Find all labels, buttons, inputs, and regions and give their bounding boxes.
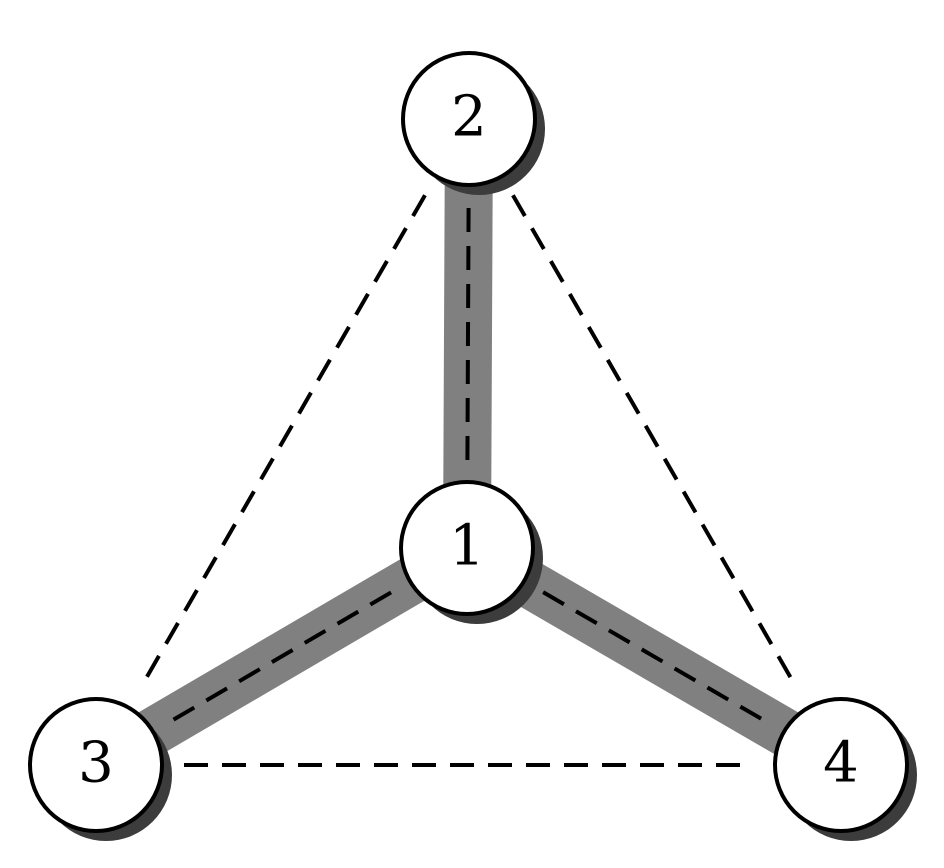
node-circle (28, 697, 164, 833)
dashed-edge-n2-n3 (138, 194, 427, 690)
nodes-layer: 1 2 3 4 (28, 51, 917, 841)
node-label: 2 (451, 85, 487, 150)
node-label: 3 (78, 731, 114, 796)
dashed-edge-n1-n2 (465, 206, 471, 461)
node-2: 2 (401, 51, 545, 195)
dashed-edge-n2-n4 (511, 194, 799, 690)
node-circle (399, 480, 535, 616)
node-circle (773, 697, 909, 833)
node-label: 1 (449, 514, 485, 579)
dashed-edge-n1-n4 (542, 590, 766, 723)
node-label: 4 (823, 731, 859, 796)
node-circle (401, 51, 537, 187)
dashed-edge-n1-n3 (170, 590, 393, 723)
node-1: 1 (399, 480, 543, 624)
node-3: 3 (28, 697, 172, 841)
node-4: 4 (773, 697, 917, 841)
